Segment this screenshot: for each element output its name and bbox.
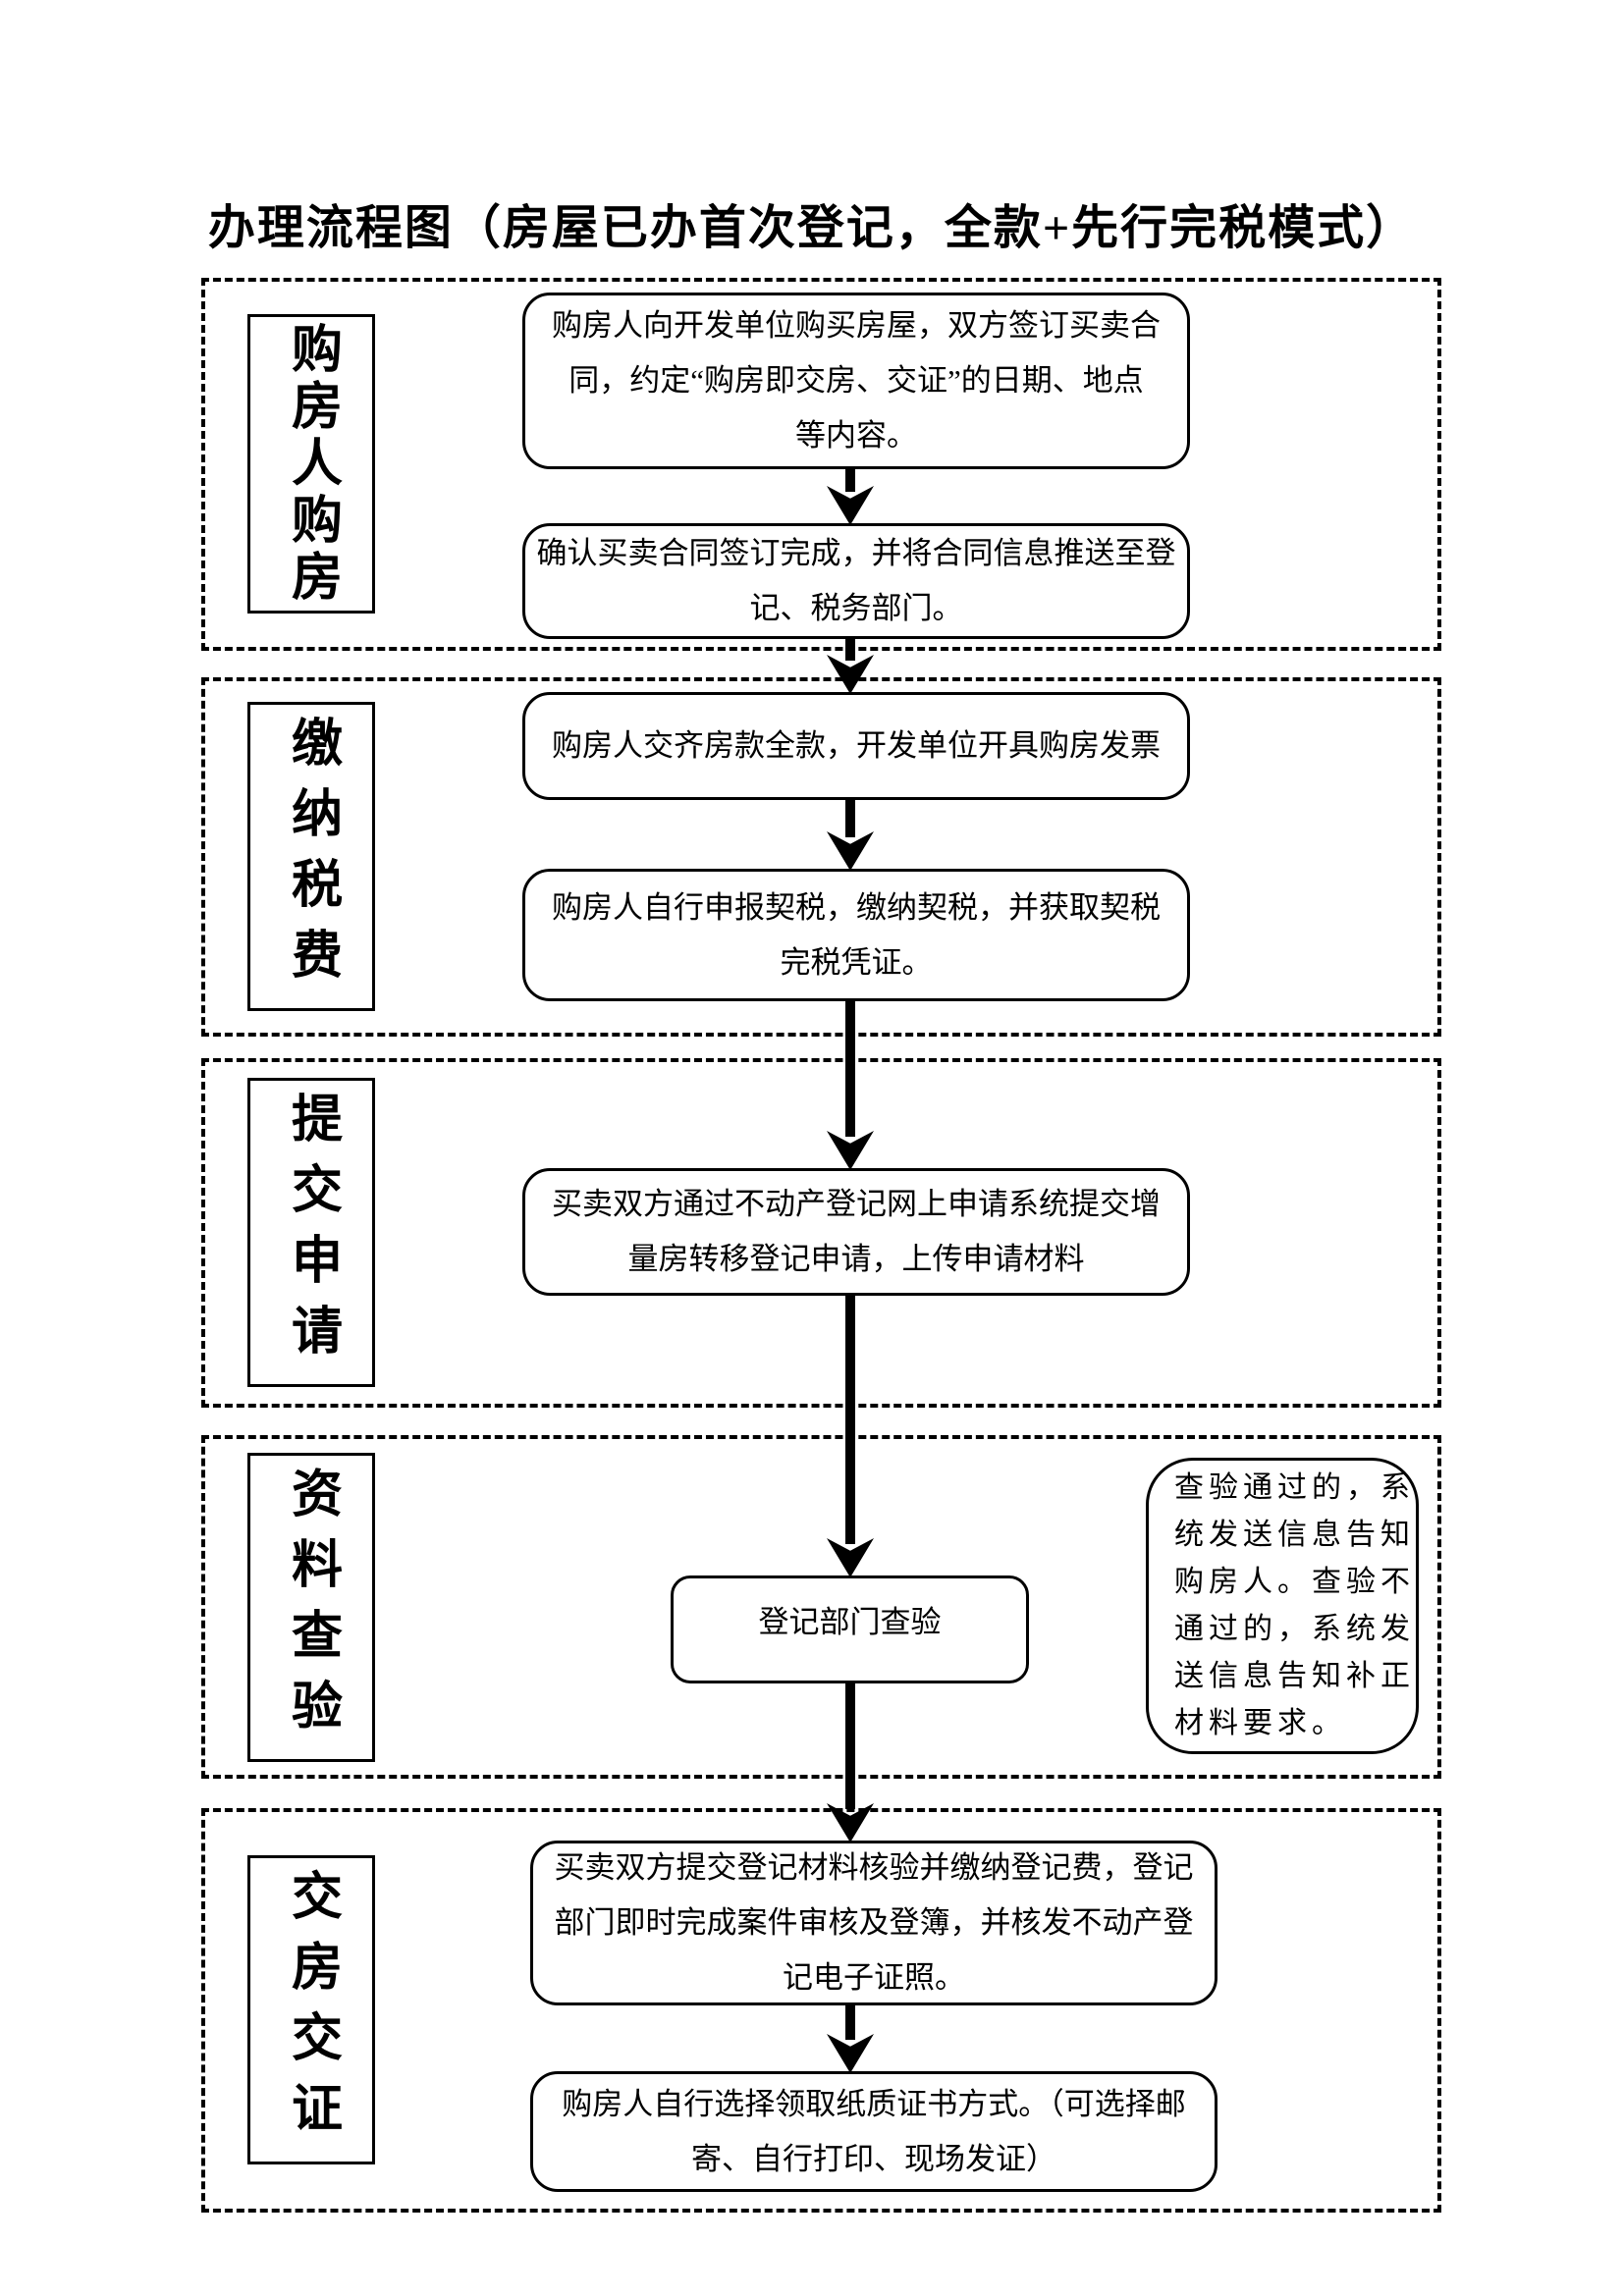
stage-label-material-check: 资料查验 xyxy=(247,1453,375,1762)
note-check-result: 查验通过的，系 统发送信息告知 购房人。查验不 通过的，系统发 送信息告知补正 … xyxy=(1146,1458,1419,1754)
flow-arrow-5 xyxy=(827,1296,874,1577)
page-title: 办理流程图（房屋已办首次登记，全款+先行完税模式） xyxy=(207,202,1416,254)
step-sign-contract: 购房人向开发单位购买房屋，双方签订买卖合 同，约定“购房即交房、交证”的日期、地… xyxy=(522,293,1190,469)
arrow-stem xyxy=(845,1001,855,1137)
stage-label-text: 提交申请 xyxy=(283,1091,340,1374)
step-pay-full-amount-invoice: 购房人交齐房款全款，开发单位开具购房发票 xyxy=(522,692,1190,800)
stage-label-delivery-certificate: 交房交证 xyxy=(247,1855,375,2164)
step-text: 购房人自行申报契税，缴纳契税，并获取契税 完税凭证。 xyxy=(552,889,1161,980)
section-submit-application xyxy=(201,1058,1441,1408)
stage-label-text: 购房人购房 xyxy=(283,321,340,607)
arrow-stem xyxy=(845,2005,855,2040)
flow-arrow-7 xyxy=(827,2005,874,2073)
arrow-stem xyxy=(845,468,855,492)
section-pay-taxes xyxy=(201,677,1441,1037)
flow-arrow-3 xyxy=(827,800,874,871)
step-text: 登记部门查验 xyxy=(758,1605,942,1639)
stage-label-text: 交房交证 xyxy=(283,1868,340,2152)
step-online-transfer-application: 买卖双方通过不动产登记网上申请系统提交增 量房转移登记申请，上传申请材料 xyxy=(522,1168,1190,1296)
stage-label-buyer-purchase: 购房人购房 xyxy=(247,314,375,614)
step-registration-department-check: 登记部门查验 xyxy=(671,1575,1029,1683)
step-declare-deed-tax: 购房人自行申报契税，缴纳契税，并获取契税 完税凭证。 xyxy=(522,869,1190,1001)
step-text: 购房人自行选择领取纸质证书方式。（可选择邮 寄、自行打印、现场发证） xyxy=(562,2086,1186,2176)
arrow-stem xyxy=(845,1296,855,1544)
arrow-head-icon xyxy=(827,486,874,525)
stage-label-submit-application: 提交申请 xyxy=(247,1078,375,1387)
step-confirm-contract-push-info: 确认买卖合同签订完成，并将合同信息推送至登 记、税务部门。 xyxy=(522,523,1190,639)
section-buyer-purchase xyxy=(201,278,1441,651)
arrow-head-icon xyxy=(827,1131,874,1170)
step-verify-pay-fee-issue-ecert: 买卖双方提交登记材料核验并缴纳登记费，登记 部门即时完成案件审核及登簿，并核发不… xyxy=(530,1841,1217,2005)
arrow-head-icon xyxy=(827,2034,874,2073)
flow-arrow-1 xyxy=(827,468,874,525)
step-text: 买卖双方提交登记材料核验并缴纳登记费，登记 部门即时完成案件审核及登簿，并核发不… xyxy=(554,1850,1194,1995)
stage-label-text: 缴纳税费 xyxy=(283,715,340,998)
stage-label-text: 资料查验 xyxy=(283,1466,340,1749)
step-text: 购房人交齐房款全款，开发单位开具购房发票 xyxy=(552,728,1161,763)
step-choose-paper-certificate: 购房人自行选择领取纸质证书方式。（可选择邮 寄、自行打印、现场发证） xyxy=(530,2071,1217,2192)
arrow-stem xyxy=(845,800,855,837)
arrow-stem xyxy=(845,1683,855,1809)
section-delivery-certificate xyxy=(201,1808,1441,2213)
arrow-head-icon xyxy=(827,831,874,871)
note-text: 查验通过的，系 统发送信息告知 购房人。查验不 通过的，系统发 送信息告知补正 … xyxy=(1174,1471,1415,1739)
arrow-head-icon xyxy=(827,1538,874,1577)
step-text: 确认买卖合同签订完成，并将合同信息推送至登 记、税务部门。 xyxy=(536,536,1176,625)
arrow-head-icon xyxy=(827,655,874,694)
arrow-stem xyxy=(845,638,855,661)
section-material-check xyxy=(201,1435,1441,1779)
flow-arrow-2 xyxy=(827,638,874,694)
step-text: 购房人向开发单位购买房屋，双方签订买卖合 同，约定“购房即交房、交证”的日期、地… xyxy=(552,308,1161,453)
step-text: 买卖双方通过不动产登记网上申请系统提交增 量房转移登记申请，上传申请材料 xyxy=(552,1187,1161,1276)
flow-arrow-4 xyxy=(827,1001,874,1170)
arrow-head-icon xyxy=(827,1803,874,1842)
flow-arrow-6 xyxy=(827,1683,874,1842)
stage-label-pay-taxes: 缴纳税费 xyxy=(247,702,375,1011)
